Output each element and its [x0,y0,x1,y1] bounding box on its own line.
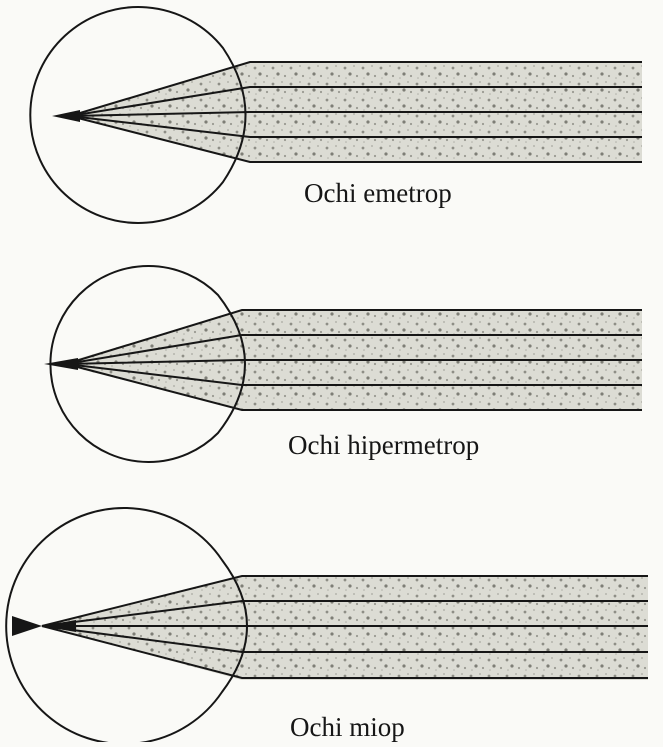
diverging-cone-miop [12,616,42,636]
caption-emetrop: Ochi emetrop [304,178,452,208]
beam-miop [42,576,648,680]
caption-miop: Ochi miop [290,712,405,742]
panel-miop: Ochi miop [6,508,648,742]
caption-hipermetrop: Ochi hipermetrop [288,430,479,460]
panel-emetrop: Ochi emetrop [30,7,642,223]
focus-point-emetrop [52,110,80,122]
focus-point-hipermetrop [44,358,78,370]
panel-hipermetrop: Ochi hipermetrop [44,266,642,462]
